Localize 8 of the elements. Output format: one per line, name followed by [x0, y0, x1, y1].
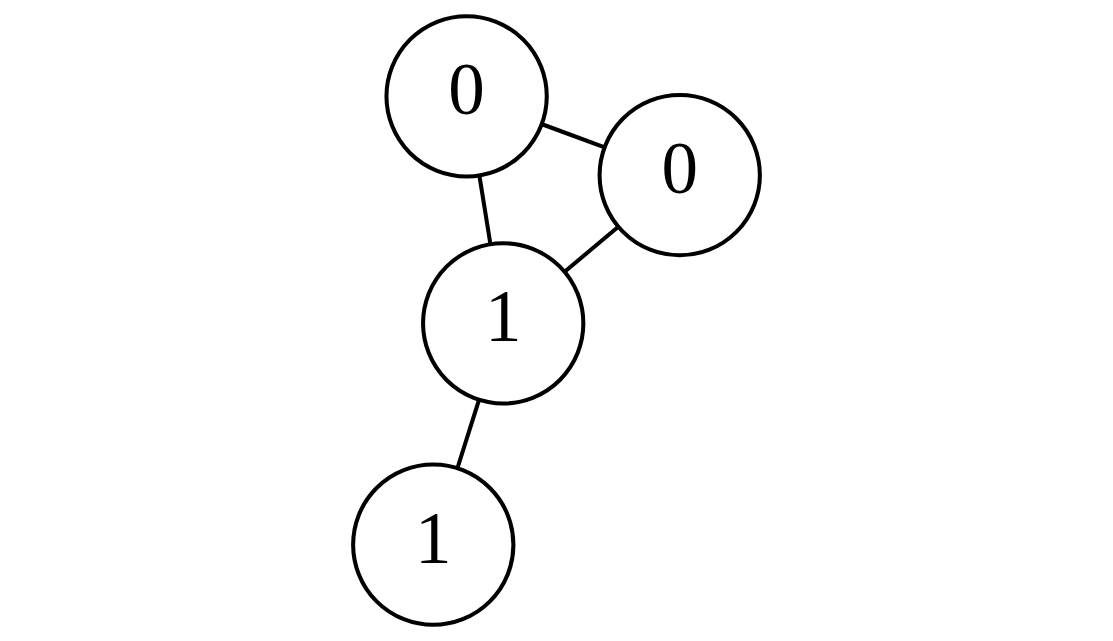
- node-circle: 1: [351, 462, 516, 627]
- connector: [477, 175, 493, 245]
- connector: [563, 225, 620, 274]
- node-circle: 0: [384, 14, 549, 179]
- connector: [541, 122, 605, 150]
- node-circle: 1: [421, 241, 586, 406]
- node-circle: 0: [597, 92, 762, 258]
- connector: [455, 399, 481, 469]
